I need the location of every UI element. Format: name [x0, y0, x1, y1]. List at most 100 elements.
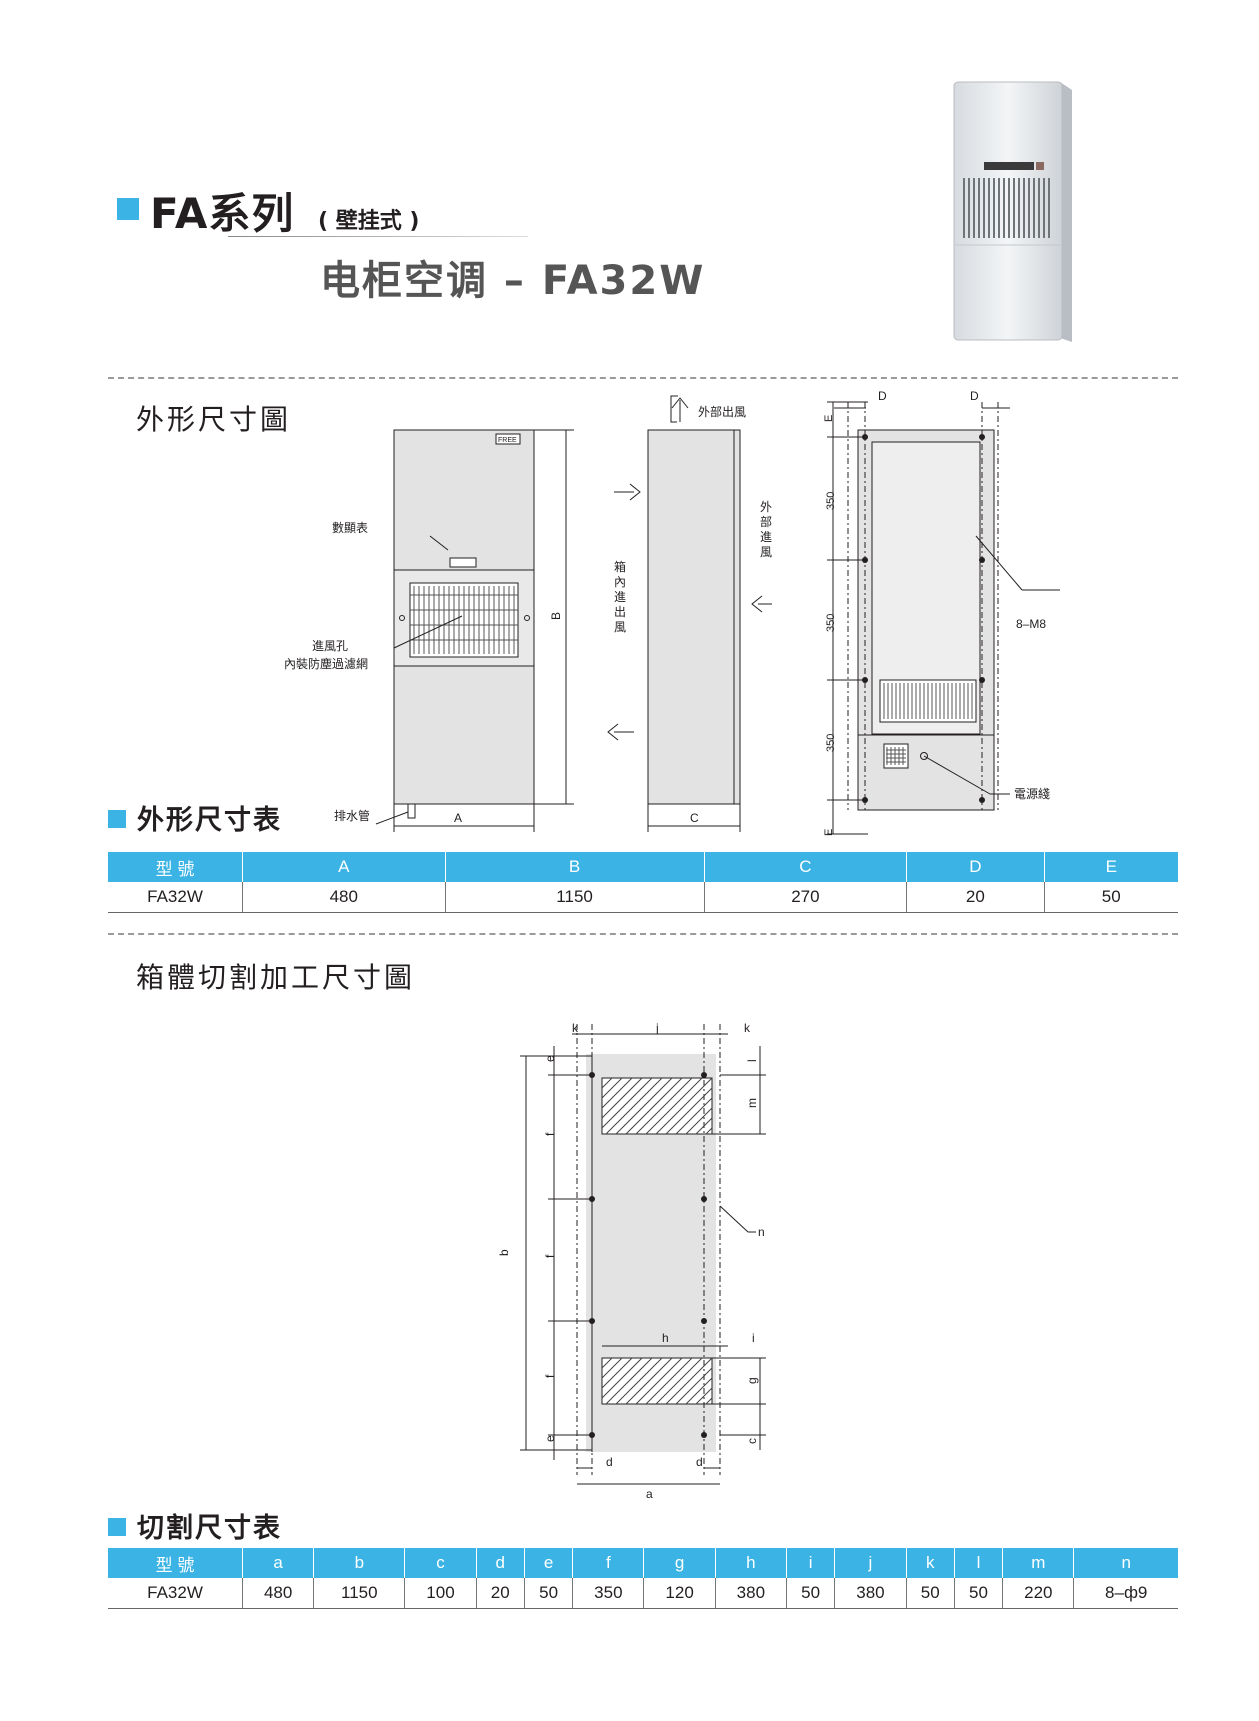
- dim-a: a: [646, 1487, 653, 1500]
- dim-e1: e: [543, 1055, 557, 1062]
- table2-header-c: c: [404, 1548, 477, 1578]
- dim-k2: k: [744, 1021, 751, 1035]
- table1-cell-D: 20: [906, 882, 1045, 913]
- table-row: FA32W 480 1150 270 20 50: [108, 882, 1178, 913]
- free-label: FREE: [498, 437, 517, 444]
- dim-m: m: [745, 1098, 759, 1108]
- table2-cell-model: FA32W: [108, 1578, 243, 1609]
- table2-header-j: j: [834, 1548, 907, 1578]
- dim-j: j: [655, 1021, 659, 1035]
- table2-cell-m: 220: [1002, 1578, 1075, 1609]
- cutout-dimension-table: 型 號 a b c d e f g h i j k l m n FA32W 48…: [108, 1548, 1178, 1609]
- dim-350-3: 350: [825, 734, 837, 752]
- dim-350-1: 350: [825, 492, 837, 510]
- dim-k1: k: [572, 1021, 579, 1035]
- table2-cell-n: 8–ф9: [1073, 1578, 1178, 1609]
- table2-header-model: 型 號: [108, 1548, 243, 1578]
- table2-cell-j: 380: [834, 1578, 907, 1609]
- section-outline-title: 外形尺寸圖: [136, 403, 292, 436]
- dim-h: h: [662, 1331, 669, 1345]
- table1-header-row: 型 號 A B C D E: [108, 852, 1178, 882]
- display-label: 數顯表: [332, 521, 368, 535]
- table2-header-h: h: [715, 1548, 787, 1578]
- ext-out-label: 外部出風: [698, 404, 746, 419]
- ext-in-label: 外部進風: [760, 500, 773, 559]
- table2-title: 切割尺寸表: [137, 1513, 282, 1544]
- dim-b: b: [497, 1249, 511, 1256]
- table2-cell-d: 20: [476, 1578, 525, 1609]
- dim-f1: f: [543, 1132, 557, 1136]
- table2-header-a: a: [242, 1548, 315, 1578]
- product-title: 电柜空调 – FA32W: [320, 258, 706, 304]
- table-row: FA32W 480 1150 100 20 50 350 120 380 50 …: [108, 1578, 1178, 1609]
- drain-label: 排水管: [334, 808, 370, 823]
- table2-header-g: g: [643, 1548, 716, 1578]
- table2-cell-c: 100: [404, 1578, 477, 1609]
- table1-cell-E: 50: [1044, 882, 1178, 913]
- table1-bullet: [108, 810, 126, 828]
- dim-C-label: C: [690, 811, 699, 825]
- dim-f2: f: [543, 1254, 557, 1258]
- m8-label: 8–M8: [1016, 617, 1046, 631]
- table2-header-d: d: [476, 1548, 525, 1578]
- table1-cell-B: 1150: [445, 882, 705, 913]
- dim-d2: d: [696, 1455, 703, 1469]
- divider-2: [108, 933, 1178, 935]
- dim-f3: f: [543, 1374, 557, 1378]
- table2-cell-b: 1150: [313, 1578, 406, 1609]
- dim-e2: e: [543, 1435, 557, 1442]
- dim-A-label: A: [454, 811, 462, 825]
- dim-d1: d: [606, 1455, 613, 1469]
- table2-header-f: f: [572, 1548, 645, 1578]
- inlet-label-1: 進風孔: [312, 639, 348, 653]
- table2-header-n: n: [1073, 1548, 1178, 1578]
- grille-lines: [410, 586, 973, 765]
- table1-header-E: E: [1044, 852, 1178, 882]
- power-label: 電源綫: [1014, 787, 1050, 801]
- dim-B-label: B: [549, 612, 563, 620]
- dim-E2-label: E: [823, 829, 835, 836]
- cutout-hatching: [601, 1077, 713, 1405]
- cutout-bolt-points: [589, 1072, 707, 1438]
- outline-dimension-diagram: FREE 數顯表 進風孔 內裝防塵過濾網 排水管 A B C 外部出風 8–M8…: [284, 389, 1060, 836]
- table2-header-l: l: [954, 1548, 1004, 1578]
- table2-bullet: [108, 1518, 126, 1536]
- section-cutout-title: 箱體切割加工尺寸圖: [136, 961, 416, 994]
- table1-cell-C: 270: [704, 882, 908, 913]
- table2-cell-h: 380: [715, 1578, 787, 1609]
- dim-l: l: [745, 1059, 759, 1062]
- table1-header-B: B: [445, 852, 705, 882]
- title-divider: [228, 236, 528, 237]
- table2-header-m: m: [1002, 1548, 1075, 1578]
- table1-cell-model: FA32W: [108, 882, 243, 913]
- table1-header-A: A: [242, 852, 446, 882]
- dim-i: i: [752, 1331, 755, 1345]
- table2-header-k: k: [906, 1548, 955, 1578]
- dim-n: n: [758, 1225, 765, 1239]
- table2-cell-f: 350: [572, 1578, 645, 1609]
- table2-cell-k: 50: [906, 1578, 955, 1609]
- table2-header-i: i: [786, 1548, 836, 1578]
- table1-title: 外形尺寸表: [137, 805, 282, 836]
- dim-E1-label: E: [823, 415, 835, 422]
- dim-D2-label: D: [970, 389, 979, 403]
- table2-cell-g: 120: [643, 1578, 716, 1609]
- product-photo: [953, 81, 1072, 342]
- outline-dimension-table: 型 號 A B C D E FA32W 480 1150 270 20 50: [108, 852, 1178, 913]
- dim-350-2: 350: [825, 614, 837, 632]
- table2-header-b: b: [313, 1548, 406, 1578]
- table1-header-model: 型 號: [108, 852, 243, 882]
- divider-1: [108, 377, 1178, 379]
- table2-cell-a: 480: [242, 1578, 315, 1609]
- bolt-points: [862, 434, 985, 803]
- inlet-label-2: 內裝防塵過濾網: [284, 656, 368, 671]
- table2-cell-l: 50: [954, 1578, 1004, 1609]
- table2-cell-i: 50: [786, 1578, 836, 1609]
- internal-air-label: 箱內進出風: [614, 560, 627, 634]
- series-title: FA系列: [150, 189, 295, 238]
- dim-c: c: [745, 1438, 759, 1444]
- mount-type: ( 壁挂式 ): [318, 209, 420, 234]
- table2-header-e: e: [524, 1548, 574, 1578]
- table1-cell-A: 480: [242, 882, 446, 913]
- table1-header-D: D: [906, 852, 1045, 882]
